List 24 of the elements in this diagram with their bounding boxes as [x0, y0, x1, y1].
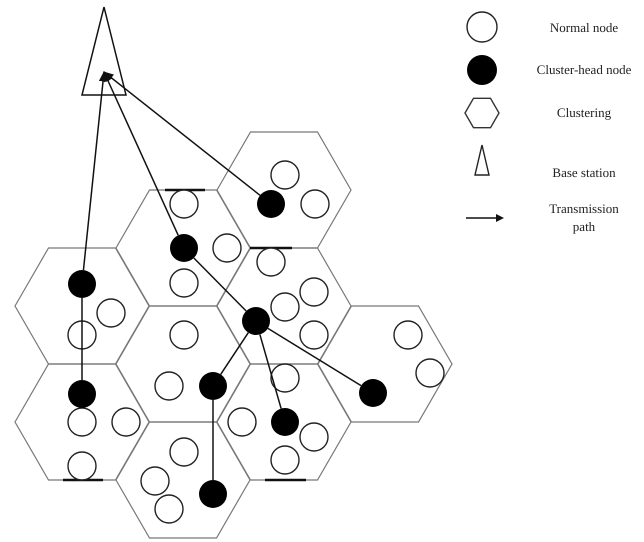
cluster-head-node [199, 372, 227, 400]
cluster-head-node [199, 480, 227, 508]
cluster-head-node [242, 307, 270, 335]
connector-line [220, 332, 249, 375]
arrow [103, 71, 260, 196]
cluster-head-node [257, 190, 285, 218]
cluster-head-node [170, 234, 198, 262]
legend-label: Cluster-head node [536, 61, 632, 79]
connector-line [81, 298, 83, 380]
legend-label: Base station [551, 164, 617, 182]
legend-label: Clustering [556, 104, 612, 122]
connector-line [268, 328, 362, 386]
cluster-head-node [271, 408, 299, 436]
cluster-head-node [68, 270, 96, 298]
cluster-head-node [359, 379, 387, 407]
base-station-triangle [81, 6, 127, 96]
connector-line [259, 334, 282, 409]
cluster-head-node [68, 380, 96, 408]
legend-label: Transmission path [548, 200, 620, 236]
connector-line [193, 257, 247, 312]
arrow [103, 71, 179, 236]
connector-line [212, 400, 214, 480]
arrow [82, 70, 108, 270]
legend-label: Normal node [548, 19, 620, 37]
